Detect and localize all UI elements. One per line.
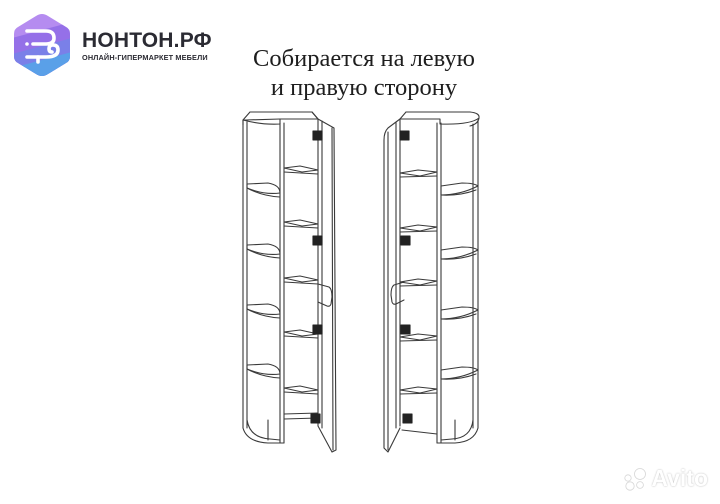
hinge-icon [399,130,410,141]
hinge-icon [400,235,411,246]
right-cabinet-hinges [399,130,413,424]
door-handle [390,281,405,305]
right-cabinet-open-shelves [436,182,479,444]
hinge-icon [402,413,413,424]
caption-line-2: и правую сторону [270,74,458,101]
left-cabinet-inner-shelves [283,165,319,420]
right-cabinet-inner-shelves [399,169,438,435]
left-cabinet-door [317,118,337,453]
brand-name: НОНТОН.РФ [82,29,212,52]
right-cabinet-door [383,118,401,453]
door-handle [317,283,333,307]
caption-line-1: Собирается на левую [253,45,475,72]
left-cabinet-open-shelves [242,182,285,444]
hexagon-logo-icon [14,14,70,76]
avito-watermark-text: Avito [651,465,708,491]
hinge-icon [312,130,323,141]
left-cabinet-hinges [310,130,323,424]
hinge-icon [312,235,323,246]
left-cabinet [242,111,337,453]
hinge-icon [312,324,323,335]
brand-tagline: ОНЛАЙН-ГИПЕРМАРКЕТ МЕБЕЛИ [82,53,208,62]
hinge-icon [310,413,321,424]
assembly-caption: Собирается на левую и правую сторону [216,44,512,102]
avito-watermark: Avito [621,465,708,492]
hinge-icon [400,324,411,335]
brand-logo: НОНТОН.РФ ОНЛАЙН-ГИПЕРМАРКЕТ МЕБЕЛИ [12,12,212,78]
avito-dots-icon [624,467,647,491]
right-cabinet [383,111,480,453]
